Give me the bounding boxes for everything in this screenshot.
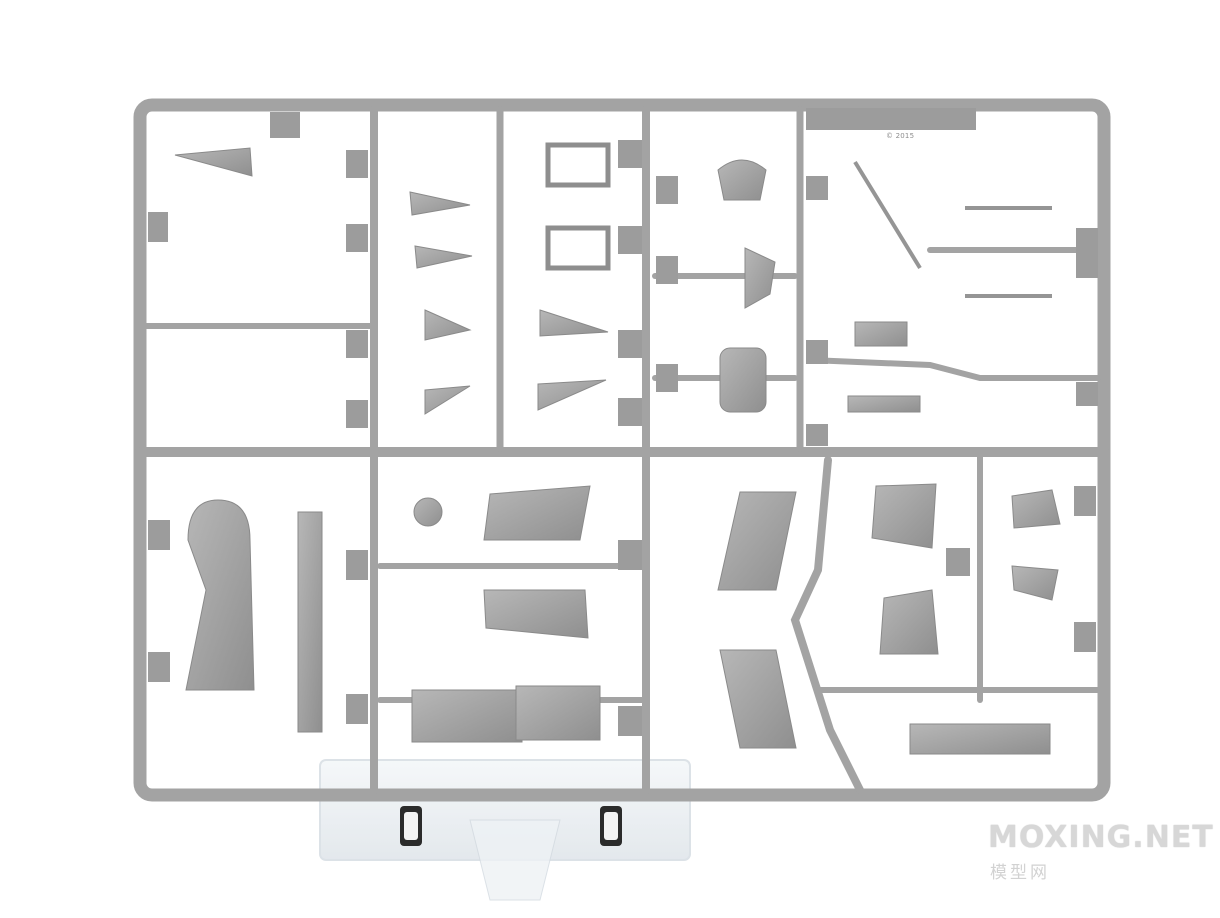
- watermark-sub: 模型网: [990, 863, 1050, 883]
- watermark-main: MOXING.NET: [988, 820, 1214, 855]
- sprue-gate-tabs: [148, 108, 1098, 736]
- sprue-copyright-mark: © 2015: [886, 132, 915, 140]
- sprue-frame: [133, 98, 1111, 802]
- sprue-parts: [174, 142, 1061, 755]
